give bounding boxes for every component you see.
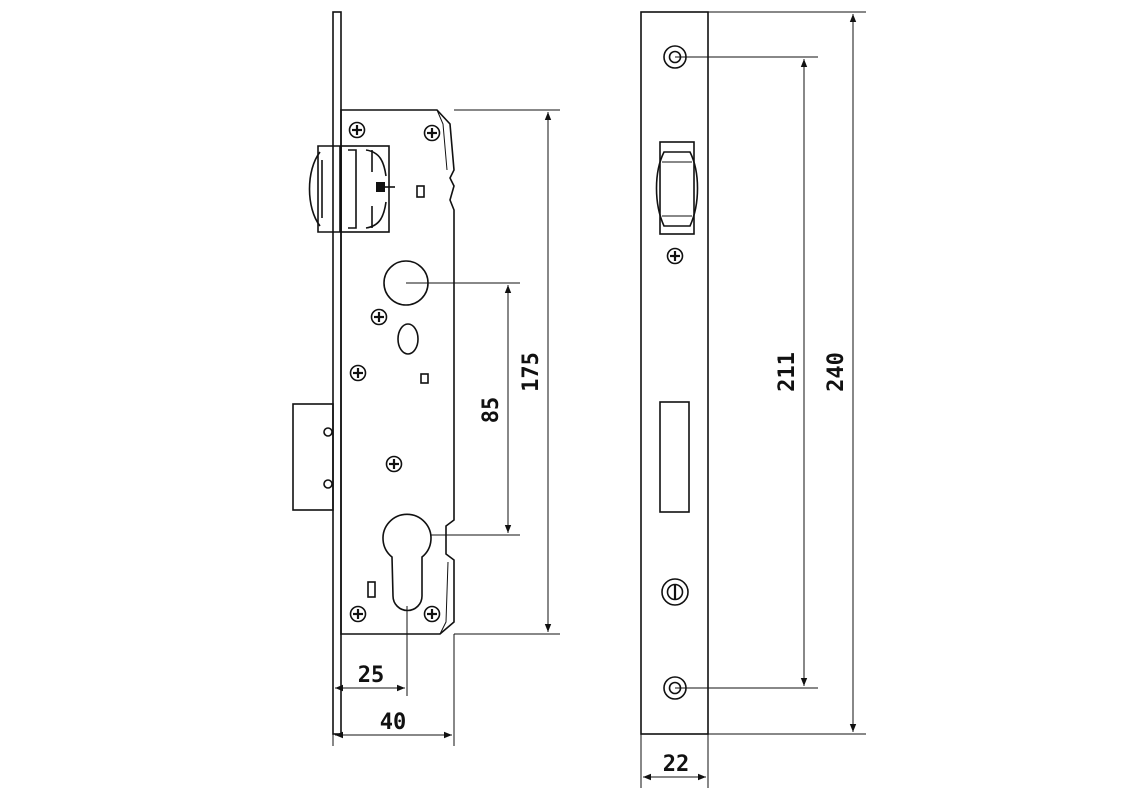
- front-view: [640, 11, 709, 735]
- front-latch-bolt: [655, 141, 699, 235]
- dim-center-distance: 85: [479, 397, 504, 424]
- screw-icon: [349, 364, 367, 382]
- dim-case-width: 40: [380, 710, 407, 735]
- dim-faceplate-width: 22: [663, 752, 690, 777]
- screw-icon: [666, 247, 684, 265]
- screw-icon: [385, 455, 403, 473]
- slot-lower: [367, 581, 376, 598]
- screw-icon: [423, 124, 441, 142]
- dim-screw-spacing: 211: [775, 352, 800, 392]
- side-dimensions: 175 85 25 40: [332, 109, 560, 746]
- cylinder-hole: [382, 513, 432, 612]
- deadbolt-opening: [659, 401, 690, 513]
- lock-case: [340, 109, 455, 635]
- oval-hole: [397, 323, 419, 355]
- screw-icon: [348, 121, 366, 139]
- screw-icon: [423, 605, 441, 623]
- screw-icon: [349, 605, 367, 623]
- front-faceplate: [640, 11, 709, 735]
- slot-upper: [416, 185, 425, 198]
- side-view: [292, 11, 455, 735]
- latch-bolt: [308, 145, 395, 233]
- dim-faceplate-height: 240: [824, 352, 849, 392]
- front-dimensions: 211 240 22: [640, 11, 866, 788]
- slotted-screw: [661, 578, 689, 606]
- slot-middle: [420, 373, 429, 384]
- screw-icon: [370, 308, 388, 326]
- dim-backset: 25: [358, 663, 385, 688]
- deadbolt: [292, 403, 334, 511]
- dim-case-height: 175: [519, 352, 544, 392]
- side-faceplate: [332, 11, 342, 735]
